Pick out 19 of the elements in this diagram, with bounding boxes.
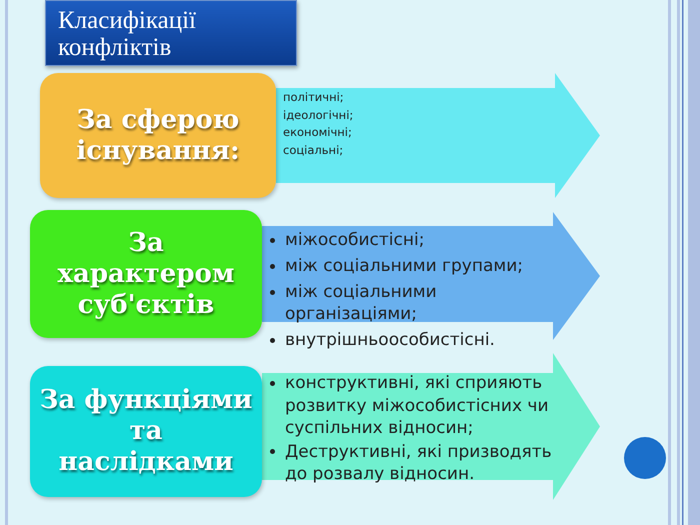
category-card — [40, 73, 276, 198]
arrow-banner — [262, 353, 600, 500]
list-item: внутрішньоособистісні. — [285, 329, 495, 351]
category-card — [30, 210, 262, 338]
category-heading: За функціями та наслідками — [39, 385, 253, 478]
list-item: політичні; — [283, 89, 344, 106]
category-heading: За характером суб'єктів — [56, 228, 236, 320]
list-item: економічні; — [283, 124, 352, 141]
list-item: між соціальними групами; — [285, 255, 523, 277]
category-heading: За сферою існування: — [75, 104, 241, 166]
category-card — [30, 366, 262, 497]
list-item: ідеологічні; — [283, 106, 354, 124]
list-item: міжособистісні; — [285, 229, 424, 251]
list-item: соціальні; — [283, 142, 344, 158]
title: Класифікації конфліктів — [58, 7, 198, 61]
list-item: між соціальними організаціями; — [285, 281, 438, 325]
list-item: конструктивні, які сприяють розвитку міжособистісних чи суспільних відносин; — [285, 372, 550, 440]
list-item: Деструктивні, які призводять до розвалу відносин. — [285, 440, 553, 486]
arrow-banner — [276, 73, 600, 198]
